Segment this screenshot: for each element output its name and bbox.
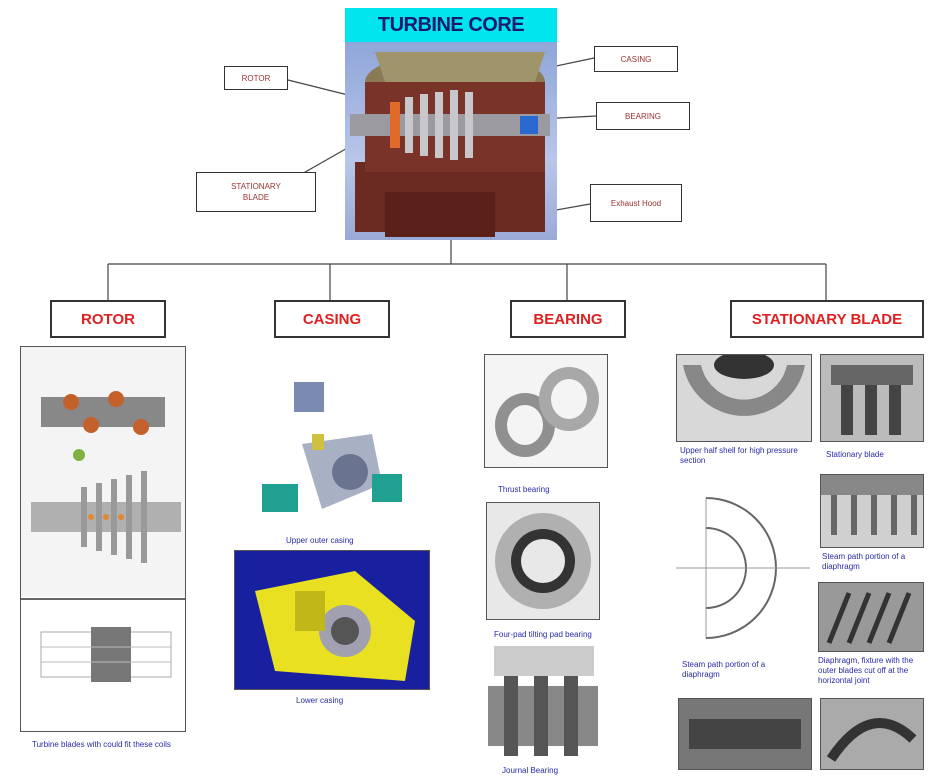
callout-bearing: BEARING <box>596 102 690 130</box>
journal-bearing-image <box>484 646 602 758</box>
caption-diaphragm-fixture: Diaphragm, fixture with the outer blades… <box>818 656 914 685</box>
callout-rotor: ROTOR <box>224 66 288 90</box>
stationary-blade-image <box>820 354 924 442</box>
caption-journal-bearing: Journal Bearing <box>502 766 559 775</box>
caption-four-pad-bearing: Four-pad tilting pad bearing <box>494 630 592 639</box>
steam-path-image <box>820 474 924 548</box>
upper-half-shell-image <box>676 354 812 442</box>
callout-stationary-blade: STATIONARY BLADE <box>196 172 316 212</box>
diaphragm-fixture-image <box>818 582 924 652</box>
four-pad-bearing-image <box>486 502 600 620</box>
diagram-title: TURBINE CORE <box>345 8 557 42</box>
diaphragm-drawing <box>676 488 810 648</box>
category-bearing: BEARING <box>510 300 626 338</box>
rotor-image-group <box>20 346 186 732</box>
caption-rotor-blades: Turbine blades with could fit these coil… <box>32 740 171 749</box>
lower-casing-image <box>234 550 430 690</box>
category-stationary-blade: STATIONARY BLADE <box>730 300 924 338</box>
callout-casing: CASING <box>594 46 678 72</box>
caption-thrust-bearing: Thrust bearing <box>498 485 550 494</box>
category-casing: CASING <box>274 300 390 338</box>
caption-lower-casing: Lower casing <box>296 696 344 705</box>
caption-upper-outer-casing: Upper outer casing <box>286 536 354 545</box>
callout-exhaust-hood: Exhaust Hood <box>590 184 682 222</box>
caption-steam-path-portion-2: Steam path portion of a diaphragm <box>822 552 906 571</box>
bottom-right-blade-image <box>820 698 924 770</box>
caption-stationary-blade: Stationary blade <box>826 450 884 459</box>
caption-upper-half-shell: Upper half shell for high pressure secti… <box>680 446 798 465</box>
category-rotor: ROTOR <box>50 300 166 338</box>
turbine-core-image <box>345 42 557 240</box>
thrust-bearing-image <box>484 354 608 468</box>
bottom-left-blade-image <box>678 698 812 770</box>
caption-steam-path-portion: Steam path portion of a diaphragm <box>682 660 766 679</box>
upper-outer-casing-image <box>232 374 428 528</box>
